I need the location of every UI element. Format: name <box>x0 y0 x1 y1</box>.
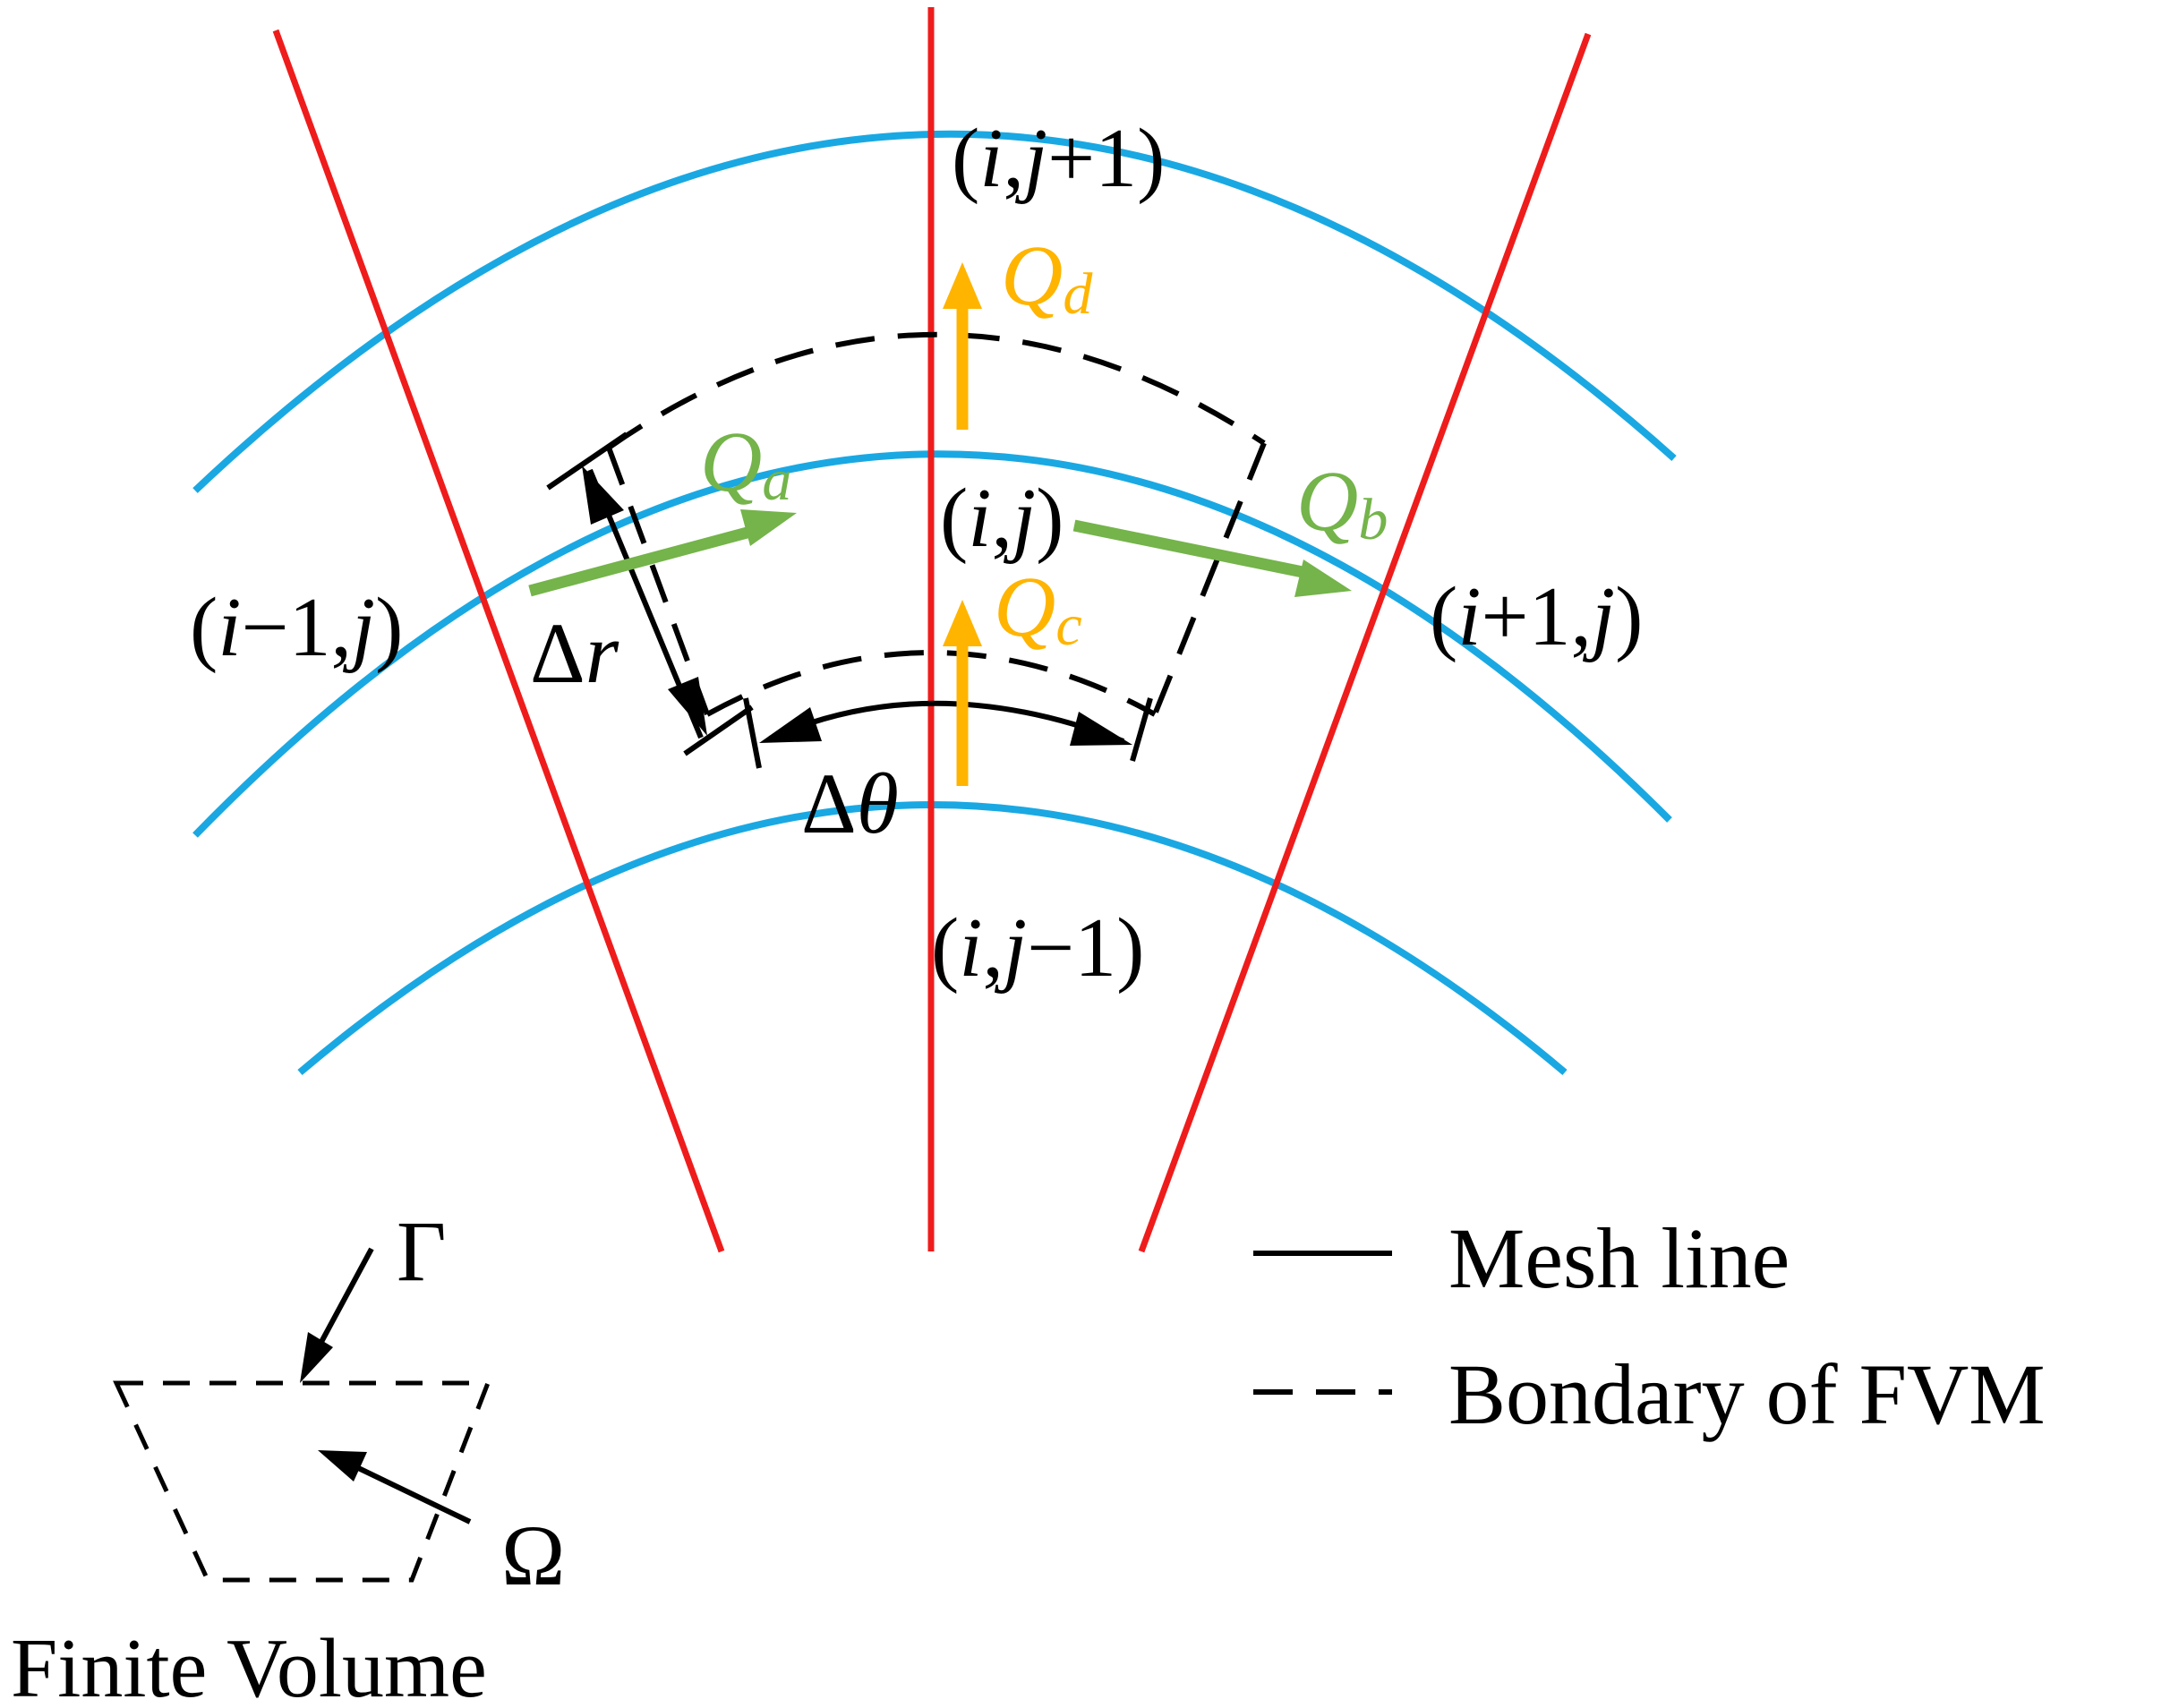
radial-mesh-line-right <box>1138 32 1592 1253</box>
delta-r-extension-top <box>546 431 628 491</box>
fvm-boundary-inner-arc <box>705 650 1157 717</box>
delta-theta-tick-right <box>1130 697 1153 762</box>
flux-label-qa: Qa <box>700 414 791 513</box>
node-label-top: (i,j+1) <box>952 112 1165 205</box>
delta-r-arrowhead-top <box>582 465 624 525</box>
delta-r-extension-bottom <box>683 705 754 756</box>
legend-solid-label: Mesh line <box>1448 1210 1790 1306</box>
radial-mesh-lines <box>272 7 1592 1253</box>
delta-theta-tick-left <box>743 697 762 769</box>
inset-omega-label: Ω <box>501 1507 565 1603</box>
node-label-right: (i+1,j) <box>1430 570 1643 663</box>
delta-r-arrowhead-bottom <box>668 677 707 736</box>
delta-theta-arrowhead-left <box>759 707 822 743</box>
flux-label-qd: Qd <box>1001 227 1093 327</box>
inset-omega-arrow <box>347 1461 472 1524</box>
flux-arrow-qc-head <box>943 600 982 646</box>
inset-caption: Finite Volume <box>11 1622 487 1708</box>
flux-arrow-qa-head <box>740 509 797 546</box>
node-label-bottom: (i,j−1) <box>931 901 1144 995</box>
radial-mesh-line-left <box>272 29 725 1253</box>
flux-label-qb: Qb <box>1296 453 1388 552</box>
inset-gamma-arrowhead <box>300 1332 333 1383</box>
flux-arrow-qb-head <box>1294 559 1352 597</box>
inset-volume-boundary <box>113 1380 491 1583</box>
finite-volume-inset: Γ Ω Finite Volume <box>11 1203 565 1708</box>
node-label-left: (i−1,j) <box>190 581 403 674</box>
legend-dashed-label: Bondary of FVM <box>1448 1346 2046 1442</box>
legend: Mesh line Bondary of FVM <box>1253 1210 2046 1442</box>
flux-arrow-qd-head <box>943 262 982 309</box>
flux-arrow-qb-shaft <box>1072 519 1309 579</box>
fvm-boundary <box>606 331 1267 717</box>
inset-gamma-label: Γ <box>397 1203 447 1299</box>
fvm-boundary-left-side <box>606 446 710 716</box>
delta-theta-arrowhead-right <box>1070 712 1132 746</box>
radial-flux-arrows <box>943 262 982 786</box>
node-label-center: (i,j) <box>940 472 1064 565</box>
tangential-flux-arrows <box>528 509 1352 597</box>
delta-theta-arc <box>768 700 1125 744</box>
fvm-boundary-right-side <box>1152 441 1267 716</box>
fvm-boundary-outer-arc <box>607 331 1266 450</box>
arc-mesh-line-outer <box>192 130 1677 493</box>
flux-arrow-qa-shaft <box>528 525 756 597</box>
delta-r-label: Δr <box>530 605 619 701</box>
flux-label-qc: Qc <box>994 559 1082 658</box>
delta-theta-label: Δθ <box>801 756 899 851</box>
inset-omega-arrowhead <box>318 1450 367 1482</box>
